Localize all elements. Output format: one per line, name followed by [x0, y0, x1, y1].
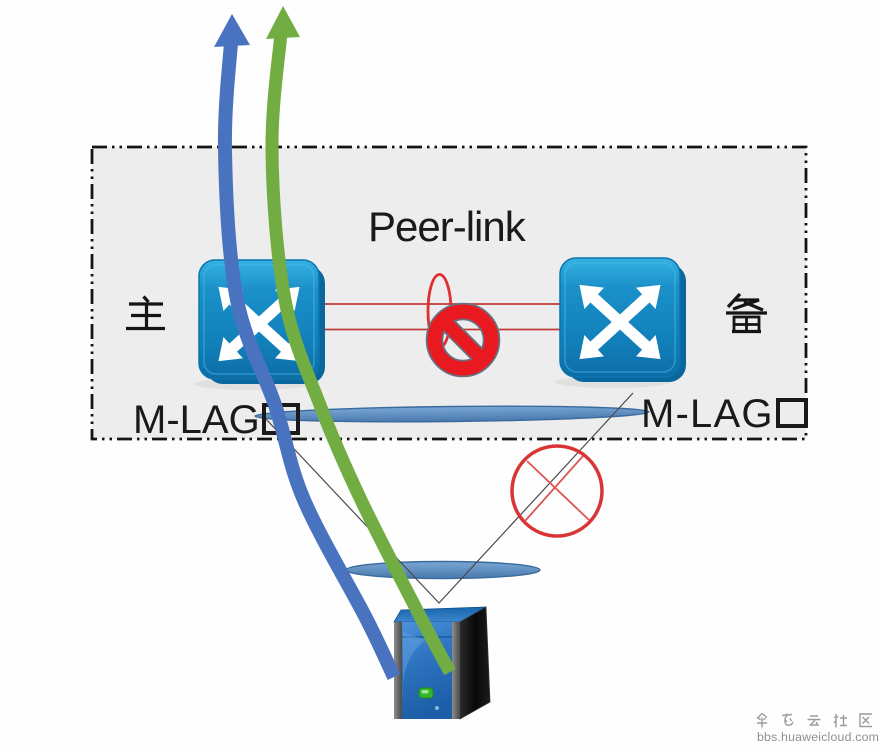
- svg-text:Peer-link: Peer-link: [368, 203, 527, 250]
- svg-text:bbs.huaweicloud.com: bbs.huaweicloud.com: [757, 730, 879, 744]
- svg-text:M-LAG: M-LAG: [133, 398, 260, 442]
- svg-text:M-LAG: M-LAG: [641, 392, 774, 436]
